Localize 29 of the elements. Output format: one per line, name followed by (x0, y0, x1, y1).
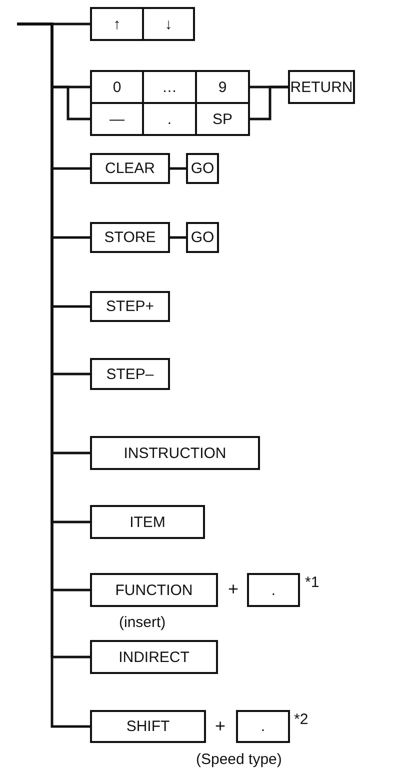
key-box: FUNCTION (90, 573, 218, 607)
key-box: STEP– (90, 358, 170, 390)
key-box: 9 (195, 70, 250, 104)
key-box: CLEAR (90, 153, 170, 184)
key-box: SHIFT (90, 710, 206, 743)
key-box: GO (186, 153, 219, 184)
key-box: 0 (90, 70, 144, 104)
connector-line (250, 86, 288, 120)
key-box: SP (195, 102, 250, 136)
key-box: . (236, 710, 290, 743)
key-box: ↓ (142, 7, 195, 41)
note-text: *1 (305, 575, 320, 590)
key-box: INSTRUCTION (90, 436, 260, 470)
annotation-text: (Speed type) (196, 752, 282, 767)
annotation-text: + (228, 580, 239, 598)
key-box: RETURN (288, 70, 355, 104)
key-box: . (247, 573, 300, 607)
note-text: *2 (294, 712, 308, 727)
key-box: ITEM (90, 505, 205, 539)
key-box: INDIRECT (90, 640, 218, 674)
annotation-text: + (215, 717, 226, 735)
connector-line (170, 236, 186, 239)
key-box: — (90, 102, 144, 136)
connector-line (170, 167, 186, 170)
key-box: ↑ (90, 7, 144, 41)
key-box: STORE (90, 222, 170, 253)
key-box: GO (186, 222, 219, 253)
note-text: (insert) (119, 615, 166, 630)
key-box: STEP+ (90, 291, 170, 322)
